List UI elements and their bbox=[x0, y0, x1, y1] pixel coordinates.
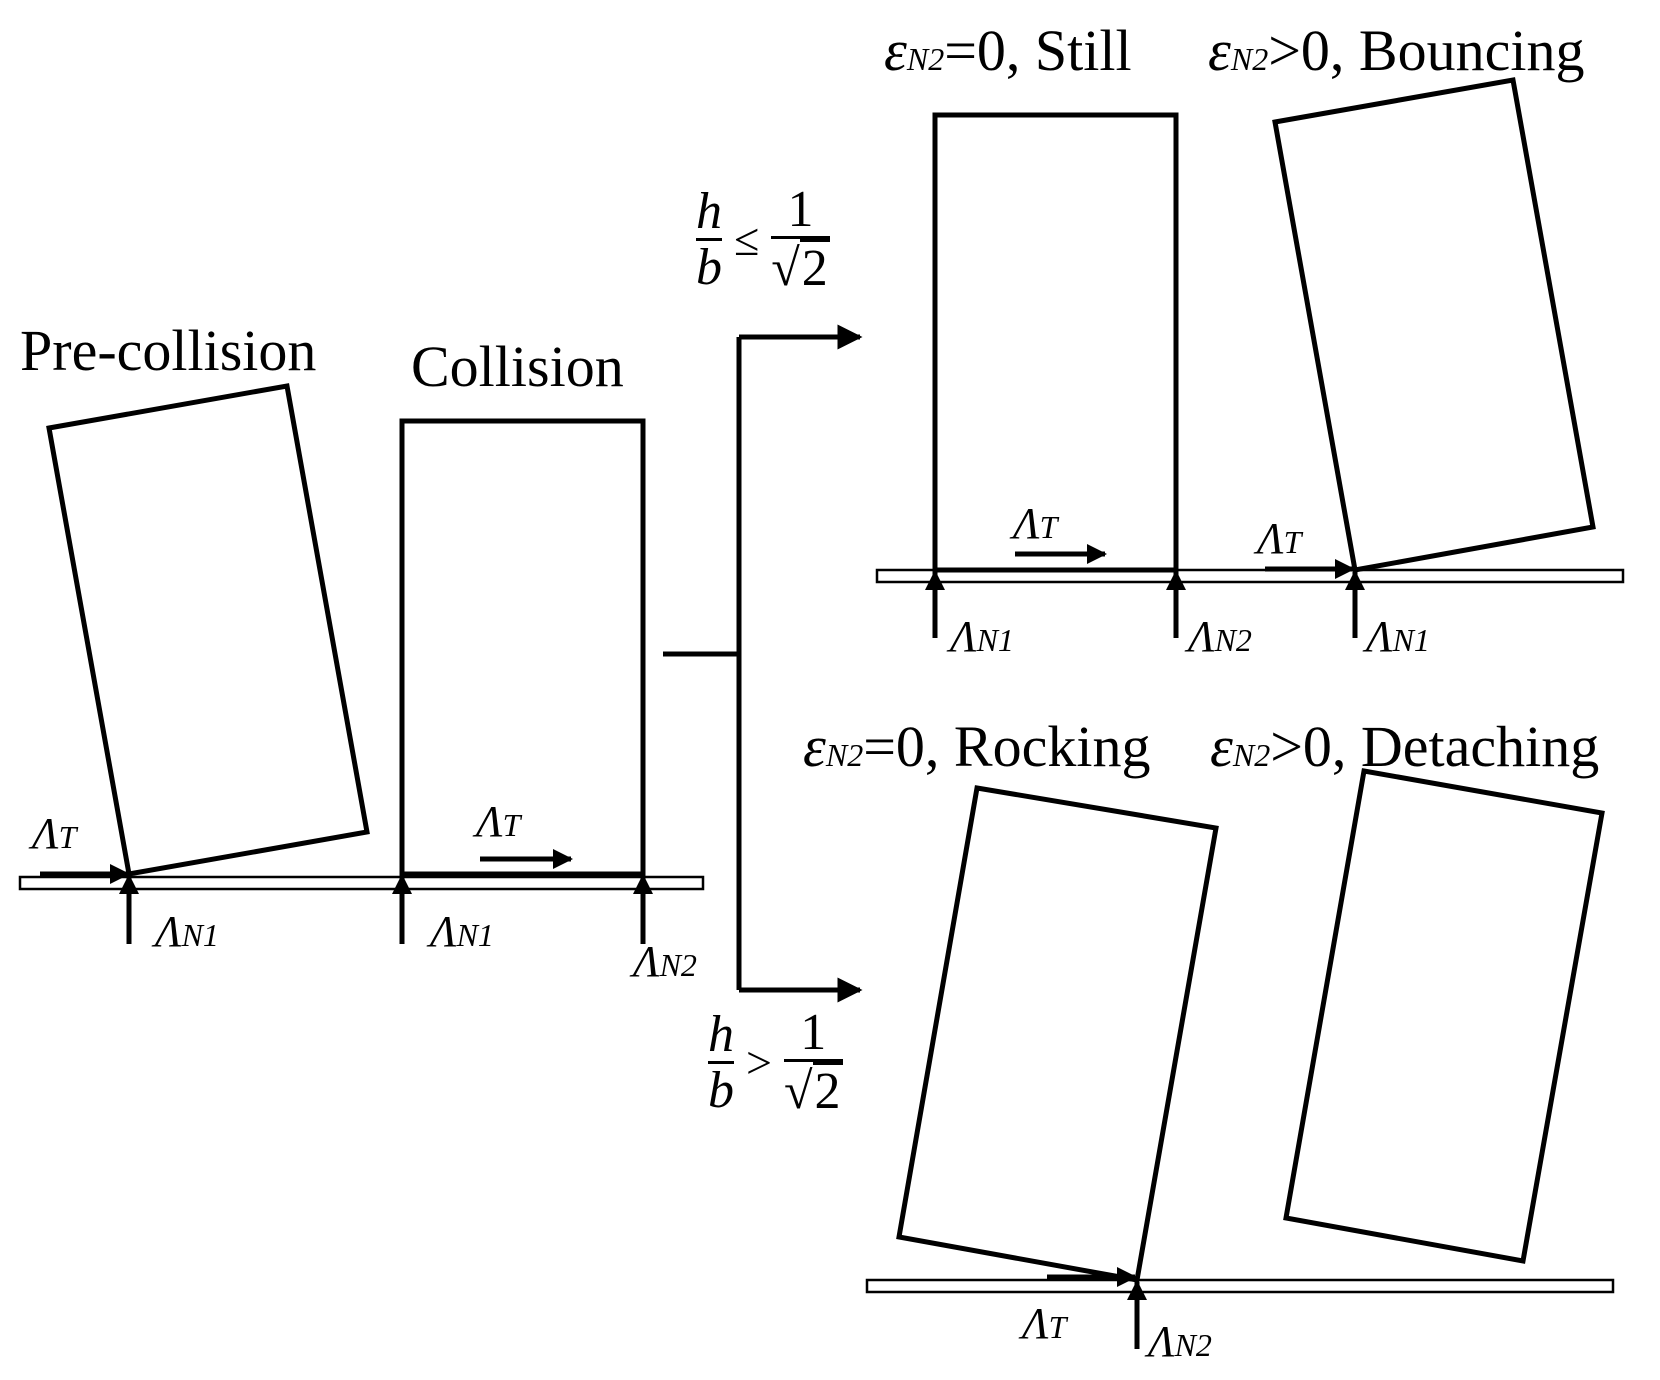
upper-branch-condition: h b ≤ 1 √2 bbox=[696, 183, 830, 295]
branch-connector bbox=[663, 337, 742, 990]
fraction-bar bbox=[696, 237, 722, 241]
bouncing-tangential-label: ΛT bbox=[1257, 514, 1302, 563]
rocking-outcome-label: εN2=0, Rocking bbox=[803, 718, 1150, 776]
ratio-h-over-b: h b bbox=[696, 182, 722, 296]
condition-operator: > bbox=[746, 1036, 772, 1088]
ratio-numerator: h bbox=[696, 182, 722, 240]
still-normal1-label: ΛN1 bbox=[950, 612, 1014, 661]
square-root: √2 bbox=[771, 239, 830, 298]
root-argument: 2 bbox=[799, 239, 830, 298]
fraction-bar bbox=[783, 1059, 843, 1063]
epsilon-subscript: N2 bbox=[1232, 737, 1271, 773]
epsilon-subscript: N2 bbox=[906, 41, 945, 77]
pre-tangential-label: ΛT bbox=[32, 809, 77, 858]
ratio-numerator: h bbox=[708, 1005, 734, 1063]
still-tangential-label: ΛT bbox=[1013, 499, 1058, 548]
epsilon-symbol: ε bbox=[884, 18, 907, 83]
rocking-relation: =0, Rocking bbox=[863, 714, 1151, 779]
pre-collision-block bbox=[46, 383, 370, 877]
threshold-numerator: 1 bbox=[800, 1004, 827, 1061]
still-outcome-label: εN2=0, Still bbox=[884, 22, 1132, 80]
rocking-tangential-label: ΛT bbox=[1022, 1299, 1067, 1348]
epsilon-symbol: ε bbox=[1210, 714, 1233, 779]
threshold-numerator: 1 bbox=[787, 181, 814, 238]
epsilon-symbol: ε bbox=[803, 714, 826, 779]
detaching-block bbox=[1283, 768, 1605, 1264]
pre-normal1-label: ΛN1 bbox=[155, 907, 219, 956]
lower-branch-condition: h b > 1 √2 bbox=[708, 1006, 843, 1118]
epsilon-symbol: ε bbox=[1208, 18, 1231, 83]
ground-left bbox=[18, 875, 705, 891]
bouncing-outcome-label: εN2>0, Bouncing bbox=[1208, 22, 1584, 80]
fraction-bar bbox=[708, 1060, 734, 1064]
epsilon-subscript: N2 bbox=[825, 737, 864, 773]
ratio-h-over-b: h b bbox=[708, 1005, 734, 1119]
collision-normal1-label: ΛN1 bbox=[430, 907, 494, 956]
ratio-threshold: 1 √2 bbox=[771, 183, 830, 295]
collision-block bbox=[399, 418, 646, 877]
fraction-bar bbox=[771, 236, 830, 240]
ratio-threshold: 1 √2 bbox=[783, 1004, 843, 1121]
rocking-normal2-label: ΛN2 bbox=[1148, 1317, 1212, 1366]
collision-normal2-label: ΛN2 bbox=[633, 937, 697, 986]
pre-collision-title: Pre-collision bbox=[20, 318, 317, 383]
square-root: √2 bbox=[783, 1062, 843, 1121]
collision-tangential-label: ΛT bbox=[476, 797, 521, 846]
detaching-relation: >0, Detaching bbox=[1270, 714, 1600, 779]
ratio-denominator: b bbox=[696, 238, 722, 296]
collision-title: Collision bbox=[411, 334, 624, 399]
bouncing-relation: >0, Bouncing bbox=[1268, 18, 1585, 83]
ground-bottom-right bbox=[865, 1278, 1615, 1294]
ground-top-right bbox=[875, 568, 1625, 584]
detaching-outcome-label: εN2>0, Detaching bbox=[1210, 718, 1599, 776]
still-normal2-label: ΛN2 bbox=[1188, 612, 1252, 661]
epsilon-subscript: N2 bbox=[1230, 41, 1269, 77]
condition-operator: ≤ bbox=[734, 213, 760, 265]
ratio-denominator: b bbox=[708, 1061, 734, 1119]
bouncing-block bbox=[1272, 77, 1596, 573]
root-argument: 2 bbox=[812, 1062, 843, 1121]
rocking-block bbox=[896, 785, 1219, 1283]
bouncing-normal1-label: ΛN1 bbox=[1366, 612, 1430, 661]
still-relation: =0, Still bbox=[944, 18, 1132, 83]
